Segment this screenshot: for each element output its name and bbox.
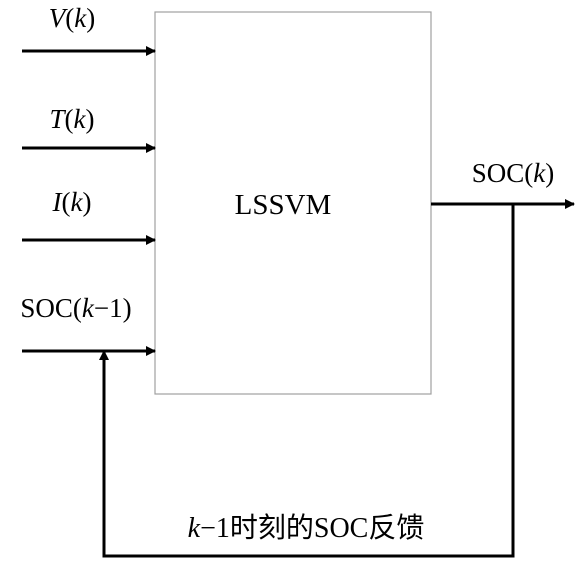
lssvm-label: LSSVM bbox=[235, 189, 332, 221]
output-label-soc: SOC(k) bbox=[472, 158, 555, 188]
input-label-soc-prev: SOC(k−1) bbox=[20, 293, 131, 323]
input-label-i: I(k) bbox=[52, 187, 92, 217]
input-label-v: V(k) bbox=[49, 3, 95, 33]
input-label-t: T(k) bbox=[49, 104, 94, 134]
lssvm-block bbox=[154, 11, 432, 395]
feedback-label: k−1时刻的SOC反馈 bbox=[188, 512, 425, 544]
feedback-loop-line bbox=[99, 204, 515, 558]
